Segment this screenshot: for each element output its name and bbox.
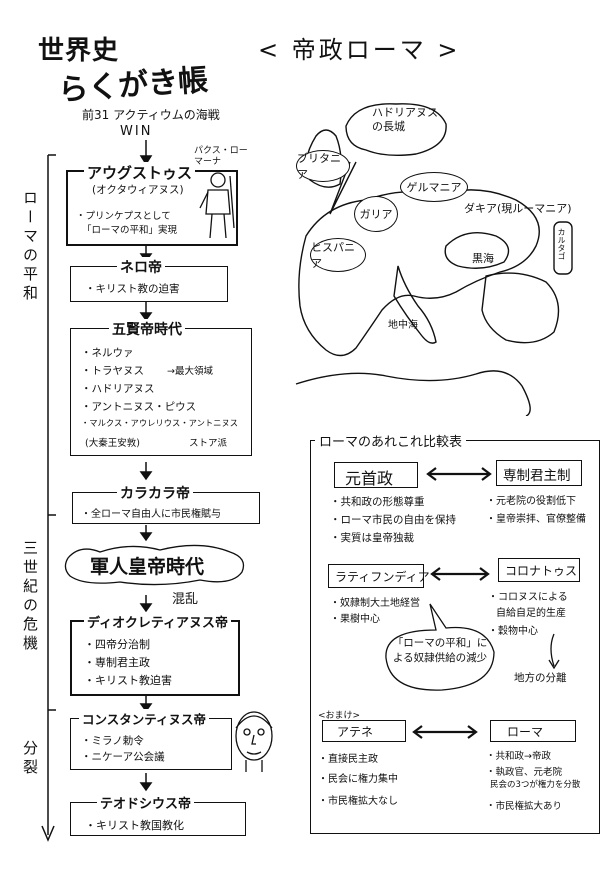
decentral-note: 地方の分離: [514, 672, 567, 684]
timeline-arrow: [41, 154, 56, 842]
marcus-note-1: (大秦王安敦): [85, 438, 140, 449]
map-hispania: ヒスパニア: [310, 238, 366, 272]
trajan-note: →最大領域: [167, 366, 213, 377]
nero-box: ネロ帝 ・キリスト教の迫害: [70, 257, 228, 302]
constantine-portrait: [235, 711, 273, 772]
nero-title: ネロ帝: [117, 257, 165, 277]
dominate-item-1: ・元老院の役割低下: [486, 496, 576, 507]
map-mediterranean: 地中海: [388, 320, 418, 331]
theodosius-box: テオドシウス帝 ・キリスト教国教化: [70, 793, 246, 836]
diocletian-box: ディオクレティアヌス帝 ・四帝分治制 ・専制君主政 ・キリスト教迫害: [70, 612, 240, 696]
comparison-frame: ローマのあれこれ比較表: [310, 431, 600, 834]
side-label-pax: ローマの平和: [21, 190, 39, 304]
military-banner: [64, 544, 245, 586]
colonatus-item-1: ・コロヌスによる: [488, 592, 568, 603]
colonatus-item-3: ・穀物中心: [488, 626, 538, 637]
rome-item-1: ・共和政→帝政: [486, 751, 551, 762]
pax-caption: パクス・ローマーナ: [194, 146, 248, 167]
principate-title: 元首政: [345, 469, 394, 488]
augustus-item-2: 「ローマの平和」実現: [82, 225, 178, 236]
rome-item-2: ・執政官、元老院: [486, 767, 563, 778]
principate-item-1: ・共和政の形態尊重: [330, 496, 425, 508]
five-good-box: 五賢帝時代 ・ネルウァ ・トラヤヌス →最大領域 ・ハドリアヌス ・アントニヌス…: [70, 319, 252, 456]
athens-title: アテネ: [337, 725, 374, 739]
map-germania: ゲルマニア: [400, 172, 468, 202]
constantine-item-1: ・ミラノ勅令: [81, 735, 144, 747]
constantine-title: コンスタンティヌス帝: [79, 709, 210, 728]
bubble-shape: [385, 603, 495, 691]
rome-title: ローマ: [507, 725, 544, 739]
title-line1: 世界史: [38, 36, 120, 66]
athens-item-2: ・民会に権力集中: [318, 774, 398, 785]
latifundia-item-2: ・果樹中心: [330, 614, 380, 625]
caracalla-item-1: ・全ローマ自由人に市民権賦与: [81, 509, 221, 520]
latifundia-title: ラティフンディア: [335, 570, 430, 584]
rome-title-box: ローマ: [490, 720, 576, 742]
rome-item-3: 民会の3つが権力を分散: [490, 780, 581, 790]
map-carthage: カルタゴ: [557, 228, 566, 260]
military-note: 混乱: [172, 592, 199, 607]
augustus-sub: (オクタウィアヌス): [92, 184, 184, 196]
augustus-box: アウグストゥス (オクタウィアヌス) ・プリンケプスとして 「ローマの平和」実現: [66, 162, 238, 246]
latifundia-title-box: ラティフンディア: [328, 564, 430, 588]
nero-item-1: ・キリスト教の迫害: [85, 283, 180, 295]
augustus-item-1: ・プリンケプスとして: [76, 211, 171, 222]
compare-arrow-1: [426, 467, 492, 481]
decentral-arrow: [548, 633, 560, 670]
comparison-title: ローマのあれこれ比較表: [315, 431, 467, 450]
intro-line1: 前31 アクティウムの海戦: [82, 108, 220, 122]
principate-item-2: ・ローマ市民の自由を保持: [330, 514, 456, 526]
principate-title-box: 元首政: [334, 462, 418, 488]
five-good-item-3: ・ハドリアヌス: [81, 383, 155, 395]
five-good-item-2: ・トラヤヌス: [81, 365, 144, 377]
page-subtitle: < 帝政ローマ >: [258, 36, 461, 64]
athens-item-3: ・市民権拡大なし: [318, 796, 398, 807]
dominate-title: 専制君主制: [503, 468, 571, 484]
rome-item-4: ・市民権拡大あり: [486, 801, 563, 812]
map-hadrian-wall: ハドリアヌスの長城: [372, 106, 438, 133]
compare-arrow-2: [430, 567, 490, 581]
five-good-item-5: ・マルクス・アウレリウス・アントニヌス: [81, 418, 239, 428]
theodosius-title: テオドシウス帝: [97, 793, 195, 812]
diocletian-title: ディオクレティアヌス帝: [84, 612, 232, 631]
colonatus-title: コロナトゥス: [505, 564, 578, 578]
five-good-item-1: ・ネルウァ: [81, 347, 134, 359]
augustus-figure: [199, 172, 235, 239]
map-gallia: ガリア: [354, 196, 398, 232]
bubble-text: 「ローマの平和」による奴隷供給の減少: [392, 637, 488, 664]
intro-line2: WIN: [120, 124, 153, 139]
diocletian-item-1: ・四帝分治制: [84, 638, 150, 651]
marcus-note-2: ストア派: [189, 438, 228, 449]
colonatus-title-box: コロナトゥス: [498, 558, 580, 582]
map-dacia: ダキア(現ルーマニア): [464, 202, 572, 215]
diocletian-item-3: ・キリスト教迫害: [84, 674, 172, 687]
athens-item-1: ・直接民主政: [318, 754, 378, 765]
caracalla-box: カラカラ帝 ・全ローマ自由人に市民権賦与: [72, 483, 260, 524]
title-line2: らくがき帳: [57, 62, 210, 109]
bonus-label: <おまけ>: [318, 711, 361, 721]
athens-title-box: アテネ: [322, 720, 406, 742]
latifundia-item-1: ・奴隷制大土地経営: [330, 598, 420, 609]
map-black-sea: 黒海: [472, 252, 494, 265]
principate-item-3: ・実質は皇帝独裁: [330, 532, 414, 544]
side-label-crisis: 三世紀の危機: [21, 540, 39, 654]
colonatus-item-2: 自給自足的生産: [496, 608, 566, 619]
caracalla-title: カラカラ帝: [117, 483, 193, 503]
five-good-title: 五賢帝時代: [109, 319, 185, 339]
constantine-box: コンスタンティヌス帝 ・ミラノ勅令 ・ニケーア公会議: [70, 709, 232, 770]
dominate-item-2: ・皇帝崇拝、官僚整備: [486, 514, 586, 525]
five-good-item-4: ・アントニヌス・ピウス: [81, 401, 197, 413]
dominate-title-box: 専制君主制: [496, 460, 582, 486]
diocletian-item-2: ・専制君主政: [84, 656, 150, 669]
augustus-title: アウグストゥス: [84, 162, 196, 183]
theodosius-item-1: ・キリスト教国教化: [85, 819, 184, 832]
constantine-item-2: ・ニケーア公会議: [81, 751, 165, 763]
compare-arrow-3: [412, 725, 478, 739]
map-britannia: ブリタニア: [296, 150, 350, 182]
side-label-split: 分裂: [21, 740, 39, 778]
military-title: 軍人皇帝時代: [90, 556, 205, 578]
